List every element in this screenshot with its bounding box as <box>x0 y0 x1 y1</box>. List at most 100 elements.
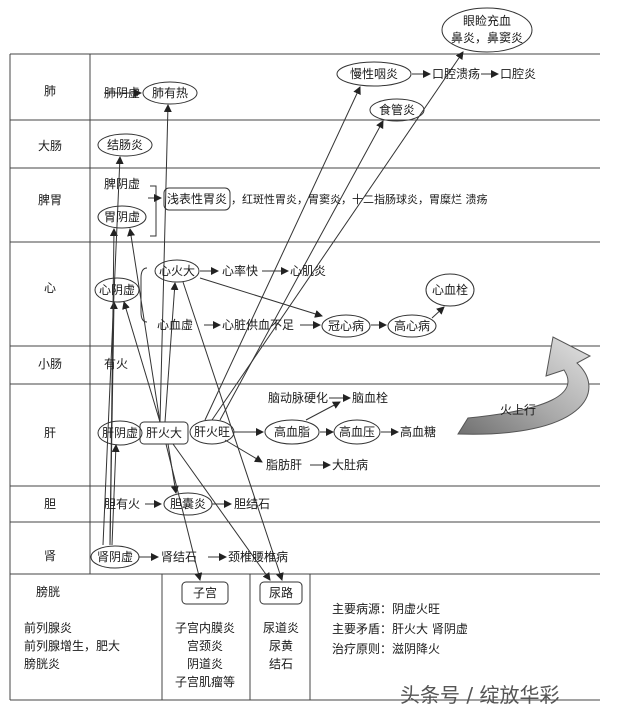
liver-fatty: 脂肪肝 <box>266 457 302 472</box>
arrow-wang-eso <box>219 120 384 421</box>
bladder-item-2: 前列腺增生，肥大 <box>24 638 120 653</box>
kidney-yin: 肾阴虚 <box>97 550 133 564</box>
node-stomach-yin-ellipse <box>97 205 147 229</box>
organ-labels: 肺 大肠 脾胃 心 小肠 肝 胆 肾 膀胱 <box>36 84 62 599</box>
heart-chd: 冠心病 <box>328 318 364 333</box>
arrow-fire-stomach <box>127 228 161 423</box>
liver-fire: 肝火大 <box>146 426 182 440</box>
row-label-liver: 肝 <box>44 426 56 440</box>
summary-conflict: 主要矛盾：肝火大 肾阴虚 <box>332 622 468 636</box>
heart-clot: 心血栓 <box>432 282 468 297</box>
node-superficial-box <box>163 187 231 211</box>
node-clot-ellipse <box>425 273 475 307</box>
lung-heat: 肺有热 <box>152 86 188 100</box>
row-label-small-intestine: 小肠 <box>38 357 62 371</box>
arrow-fire-uterus <box>165 443 203 581</box>
arrow-fire-chd <box>199 277 323 318</box>
arrow-fire-lungheat <box>159 104 172 423</box>
arrow-lipid-athero <box>305 401 341 421</box>
top-nose: 鼻炎，鼻窦炎 <box>451 30 523 45</box>
node-shapes <box>90 7 533 605</box>
spleen-yin: 脾阴虚 <box>104 176 140 191</box>
node-texts: 眼睑充血 鼻炎，鼻窦炎 肺阴虚 肺有热 慢性咽炎 口腔溃疡 口腔炎 食管炎 结肠… <box>24 13 559 707</box>
arrow-fire-heartfire <box>164 282 179 423</box>
arrow-hhd-clot <box>431 306 445 319</box>
heart-rate: 心率快 <box>222 263 258 278</box>
gastritis-list: ，红斑性胃炎，胃窦炎，十二指肠球炎，胃糜烂 溃疡 <box>231 192 488 206</box>
node-uterus-box <box>181 581 229 605</box>
lung-esophagus: 食管炎 <box>379 102 415 117</box>
arrow-kidney-liver <box>111 444 120 546</box>
bladder-item-1: 前列腺炎 <box>24 620 72 635</box>
node-urethra-box <box>259 581 303 605</box>
arrow-fire-urethra <box>172 443 271 581</box>
liver-sugar: 高血糖 <box>400 424 436 439</box>
arrow-kidney-colon <box>102 156 124 546</box>
urethra-item-3: 结石 <box>269 657 293 671</box>
arrow-wang-fatty <box>224 439 263 463</box>
uterus-item-2: 宫颈炎 <box>187 638 223 653</box>
heart-supply: 心脏供血不足 <box>222 317 294 332</box>
row-label-kidney: 肾 <box>44 549 56 563</box>
node-liver-fire-box <box>139 421 189 445</box>
arrow-heart-urethra <box>182 281 284 581</box>
lung-ulcer: 口腔溃疡 <box>432 66 480 81</box>
summary-source: 主要病源：阴虚火旺 <box>332 601 440 616</box>
node-lung-heat-ellipse <box>142 81 198 105</box>
small-int-fire: 有火 <box>104 357 128 371</box>
colon-colitis: 结肠炎 <box>107 138 143 152</box>
arrow-fire-heartyin <box>122 301 161 423</box>
liver-fire-rising: 火上行 <box>500 403 536 417</box>
liver-belly: 大肚病 <box>332 457 368 472</box>
fire-rising-arrow-icon <box>457 336 592 435</box>
spleen-bracket <box>150 185 157 237</box>
heart-bracket <box>140 267 148 323</box>
lung-throat: 慢性咽炎 <box>350 67 398 81</box>
lung-yin: 肺阴虚 <box>104 86 140 100</box>
lung-mouth: 口腔炎 <box>500 66 536 81</box>
connectors <box>102 51 499 581</box>
row-label-gallbladder: 胆 <box>44 497 56 511</box>
node-heart-fire-ellipse <box>154 259 200 283</box>
kidney-spine: 颈椎腰椎病 <box>228 549 288 564</box>
top-eyelid: 眼睑充血 <box>463 13 511 28</box>
heart-fire: 心火大 <box>159 264 195 278</box>
table-grid <box>9 53 600 701</box>
uterus-item-3: 阴道炎 <box>187 657 223 671</box>
urethra-item-1: 尿道炎 <box>263 621 299 635</box>
node-chd-ellipse <box>321 314 371 338</box>
row-label-heart: 心 <box>44 281 56 295</box>
node-hhd-ellipse <box>387 314 437 338</box>
row-label-lung: 肺 <box>44 84 56 98</box>
liver-bp: 高血压 <box>339 424 375 439</box>
heart-yin: 心阴虚 <box>99 283 135 297</box>
heart-hhd: 高心病 <box>394 318 430 333</box>
node-eyelid-ellipse <box>441 7 533 53</box>
stomach-yin: 胃阴虚 <box>104 210 140 224</box>
node-bp-ellipse <box>333 419 381 445</box>
row-label-colon: 大肠 <box>38 139 62 153</box>
node-liver-yin-ellipse <box>97 420 143 446</box>
heart-myocarditis: 心肌炎 <box>290 264 326 278</box>
heart-blood-deficiency: 心血虚 <box>157 318 193 332</box>
brackets <box>140 185 157 323</box>
urethra-item-2: 尿黄 <box>269 639 293 653</box>
bladder-item-3: 膀胱炎 <box>24 656 60 671</box>
liver-wang: 肝火旺 <box>194 425 230 439</box>
uterus-item-1: 子宫内膜炎 <box>175 620 235 635</box>
liver-athero: 脑动脉硬化 <box>268 390 328 405</box>
gall-stone: 胆结石 <box>234 497 270 511</box>
gall-fire: 胆有火 <box>104 497 140 511</box>
row-label-bladder: 膀胱 <box>36 584 60 599</box>
kidney-stone: 肾结石 <box>161 550 197 564</box>
superficial-gastritis: 浅表性胃炎 <box>167 192 227 206</box>
node-throat-ellipse <box>336 61 412 87</box>
uterus-label: 子宫 <box>193 585 217 600</box>
arrow-kidney-heart <box>109 301 118 546</box>
row-label-spleen-stomach: 脾胃 <box>38 192 62 207</box>
liver-brain-clot: 脑血栓 <box>352 390 388 405</box>
summary-principle: 治疗原则：滋阴降火 <box>332 642 440 656</box>
liver-yin: 肝阴虚 <box>102 426 138 440</box>
liver-lipid: 高血脂 <box>274 424 310 439</box>
